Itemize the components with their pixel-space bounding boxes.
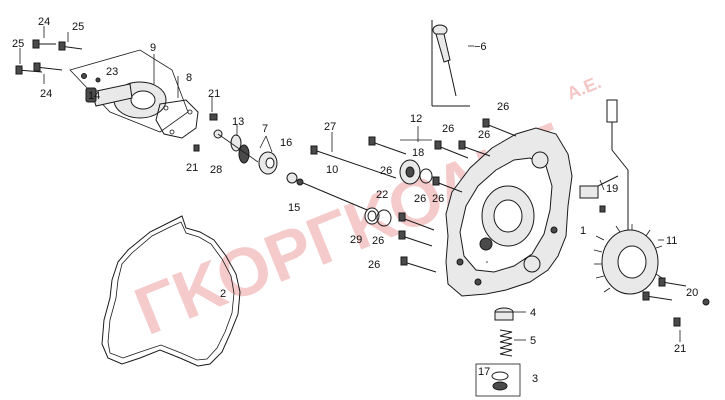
leader-lines — [19, 26, 681, 342]
label-20: 20 — [686, 287, 698, 299]
crankcase-gasket — [101, 215, 241, 367]
pump-impeller-parts — [193, 113, 278, 175]
label-9: 9 — [150, 42, 156, 54]
label-26e: 26 — [432, 193, 444, 205]
label-1: 1 — [580, 225, 586, 237]
label-24a: 24 — [38, 16, 50, 28]
label-26h: 26 — [414, 193, 426, 205]
label-26d: 26 — [380, 165, 392, 177]
stator-bolts — [642, 277, 710, 327]
sprocket-assembly — [399, 139, 433, 185]
label-10: 10 — [326, 164, 338, 176]
pump-gasket — [155, 99, 199, 139]
label-15: 15 — [288, 202, 300, 214]
label-27: 27 — [324, 121, 336, 133]
label-4: 4 — [530, 307, 536, 319]
label-26b: 26 — [442, 123, 454, 135]
watermark-suffix: Α.Ε. — [564, 72, 604, 104]
label-26a: 26 — [497, 101, 509, 113]
label-22: 22 — [376, 189, 388, 201]
label-18: 18 — [412, 147, 424, 159]
label-26c: 26 — [478, 129, 490, 141]
oil-pump-shaft — [286, 172, 392, 227]
label-5: 5 — [530, 335, 536, 347]
label-14: 14 — [88, 90, 100, 102]
label-19: 19 — [606, 183, 618, 195]
right-crankcase-cover — [445, 127, 573, 297]
cover-bolts — [368, 118, 517, 273]
label-11: 11 — [666, 235, 677, 247]
label-12: 12 — [410, 113, 422, 125]
label-3: 3 — [532, 373, 538, 385]
part-labels: 24 25 25 24 9 23 14 8 21 21 13 7 16 28 2… — [12, 16, 698, 385]
label-13: 13 — [232, 116, 244, 128]
label-26f: 26 — [372, 235, 384, 247]
water-pump-shaft — [310, 145, 397, 179]
label-6: −6 — [474, 41, 487, 53]
label-26g: 26 — [368, 259, 380, 271]
label-17: 17 — [478, 366, 490, 378]
alternator-stator — [579, 99, 663, 295]
label-2: 2 — [220, 288, 226, 300]
label-8: 8 — [186, 72, 192, 84]
drain-plug-assembly — [475, 307, 521, 397]
label-24b: 24 — [40, 88, 52, 100]
bolt-group-top-left — [15, 39, 83, 75]
label-25a: 25 — [72, 21, 84, 33]
oil-dipstick — [431, 20, 470, 107]
label-28: 28 — [210, 164, 222, 176]
label-21b: 21 — [186, 162, 198, 174]
label-7: 7 — [262, 123, 268, 135]
label-23: 23 — [106, 66, 118, 78]
crankcase-gasket-inner — [107, 221, 235, 361]
label-21c: 21 — [674, 343, 686, 355]
label-25b: 25 — [12, 38, 24, 50]
label-21a: 21 — [208, 88, 220, 100]
label-29: 29 — [350, 234, 362, 246]
label-16: 16 — [280, 137, 292, 149]
